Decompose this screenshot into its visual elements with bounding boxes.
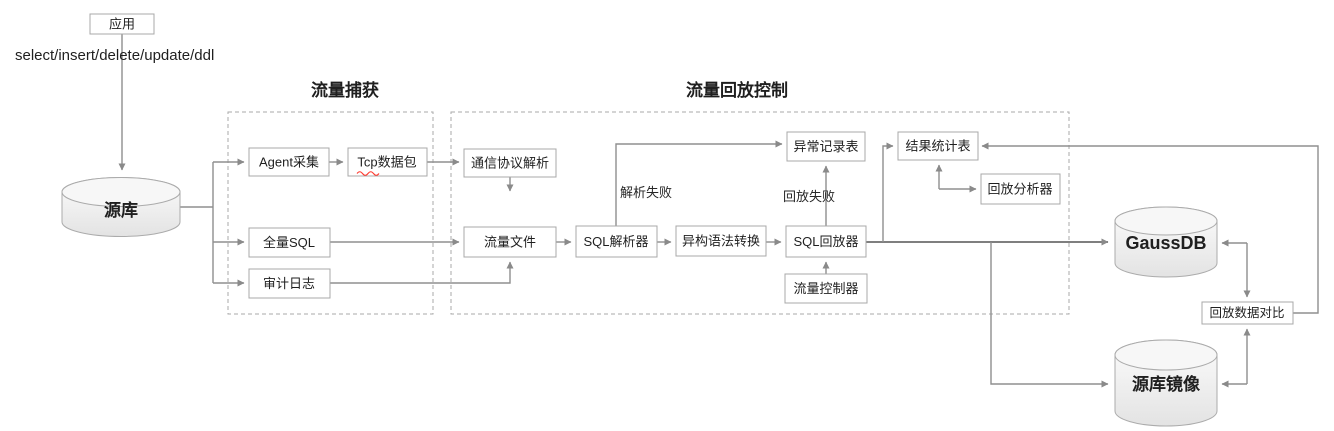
edge-compare-to-resultstats [981,142,1319,314]
tcp-packet-node: Tcp数据包 [347,147,428,177]
protocol-parse-label: 通信协议解析 [471,156,549,171]
edge-source-branch [180,162,214,283]
traffic-file-node: 流量文件 [463,226,557,258]
protocol-parse-node: 通信协议解析 [463,148,557,178]
edge-branch-to-mirror [990,242,1109,388]
source-db-cylinder: 源库 [61,177,181,237]
sql-replayer-node: SQL回放器 [785,225,867,258]
source-mirror-cylinder: 源库镜像 [1114,339,1218,427]
capture-section-title: 流量捕获 [311,80,379,100]
gaussdb-label: GaussDB [1125,233,1206,253]
tcp-packet-label: Tcp数据包 [357,155,416,170]
agent-collect-label: Agent采集 [259,155,319,170]
app-label: 应用 [109,17,135,32]
traffic-file-label: 流量文件 [484,235,536,250]
source-mirror-label: 源库镜像 [1132,374,1201,394]
exception-table-node: 异常记录表 [786,131,866,162]
syntax-convert-node: 异构语法转换 [675,225,767,257]
replay-group-border [450,111,1070,315]
audit-log-node: 审计日志 [248,268,331,299]
replay-section-title: 流量回放控制 [686,80,788,100]
replay-analyzer-node: 回放分析器 [980,173,1061,205]
exception-table-label: 异常记录表 [793,139,858,154]
replay-fail-label: 回放失败 [783,189,835,204]
edge-audit-to-file [330,261,514,284]
replay-analyzer-label: 回放分析器 [987,182,1052,197]
spellcheck-underline [356,171,380,176]
full-sql-label: 全量SQL [263,235,315,250]
replay-compare-node: 回放数据对比 [1201,301,1294,325]
full-sql-node: 全量SQL [248,227,331,258]
gaussdb-cylinder: GaussDB [1114,206,1218,278]
syntax-convert-label: 异构语法转换 [682,234,760,249]
sql-parser-node: SQL解析器 [575,225,658,258]
sql-parser-label: SQL解析器 [583,234,648,249]
parse-fail-label: 解析失败 [620,185,672,200]
result-stats-node: 结果统计表 [897,131,979,161]
result-stats-label: 结果统计表 [905,139,970,154]
traffic-controller-label: 流量控制器 [793,281,858,296]
sql-replayer-label: SQL回放器 [793,234,858,249]
edge-branch-to-resultstats [882,142,894,242]
edge-parsefail-to-exception [615,140,783,226]
audit-log-label: 审计日志 [263,276,315,291]
replay-compare-label: 回放数据对比 [1209,305,1284,320]
app-node: 应用 [89,13,155,35]
source-db-label: 源库 [104,200,138,220]
traffic-controller-node: 流量控制器 [784,273,868,304]
sql-operations-label: select/insert/delete/update/ddl [15,47,214,64]
agent-collect-node: Agent采集 [248,147,330,177]
